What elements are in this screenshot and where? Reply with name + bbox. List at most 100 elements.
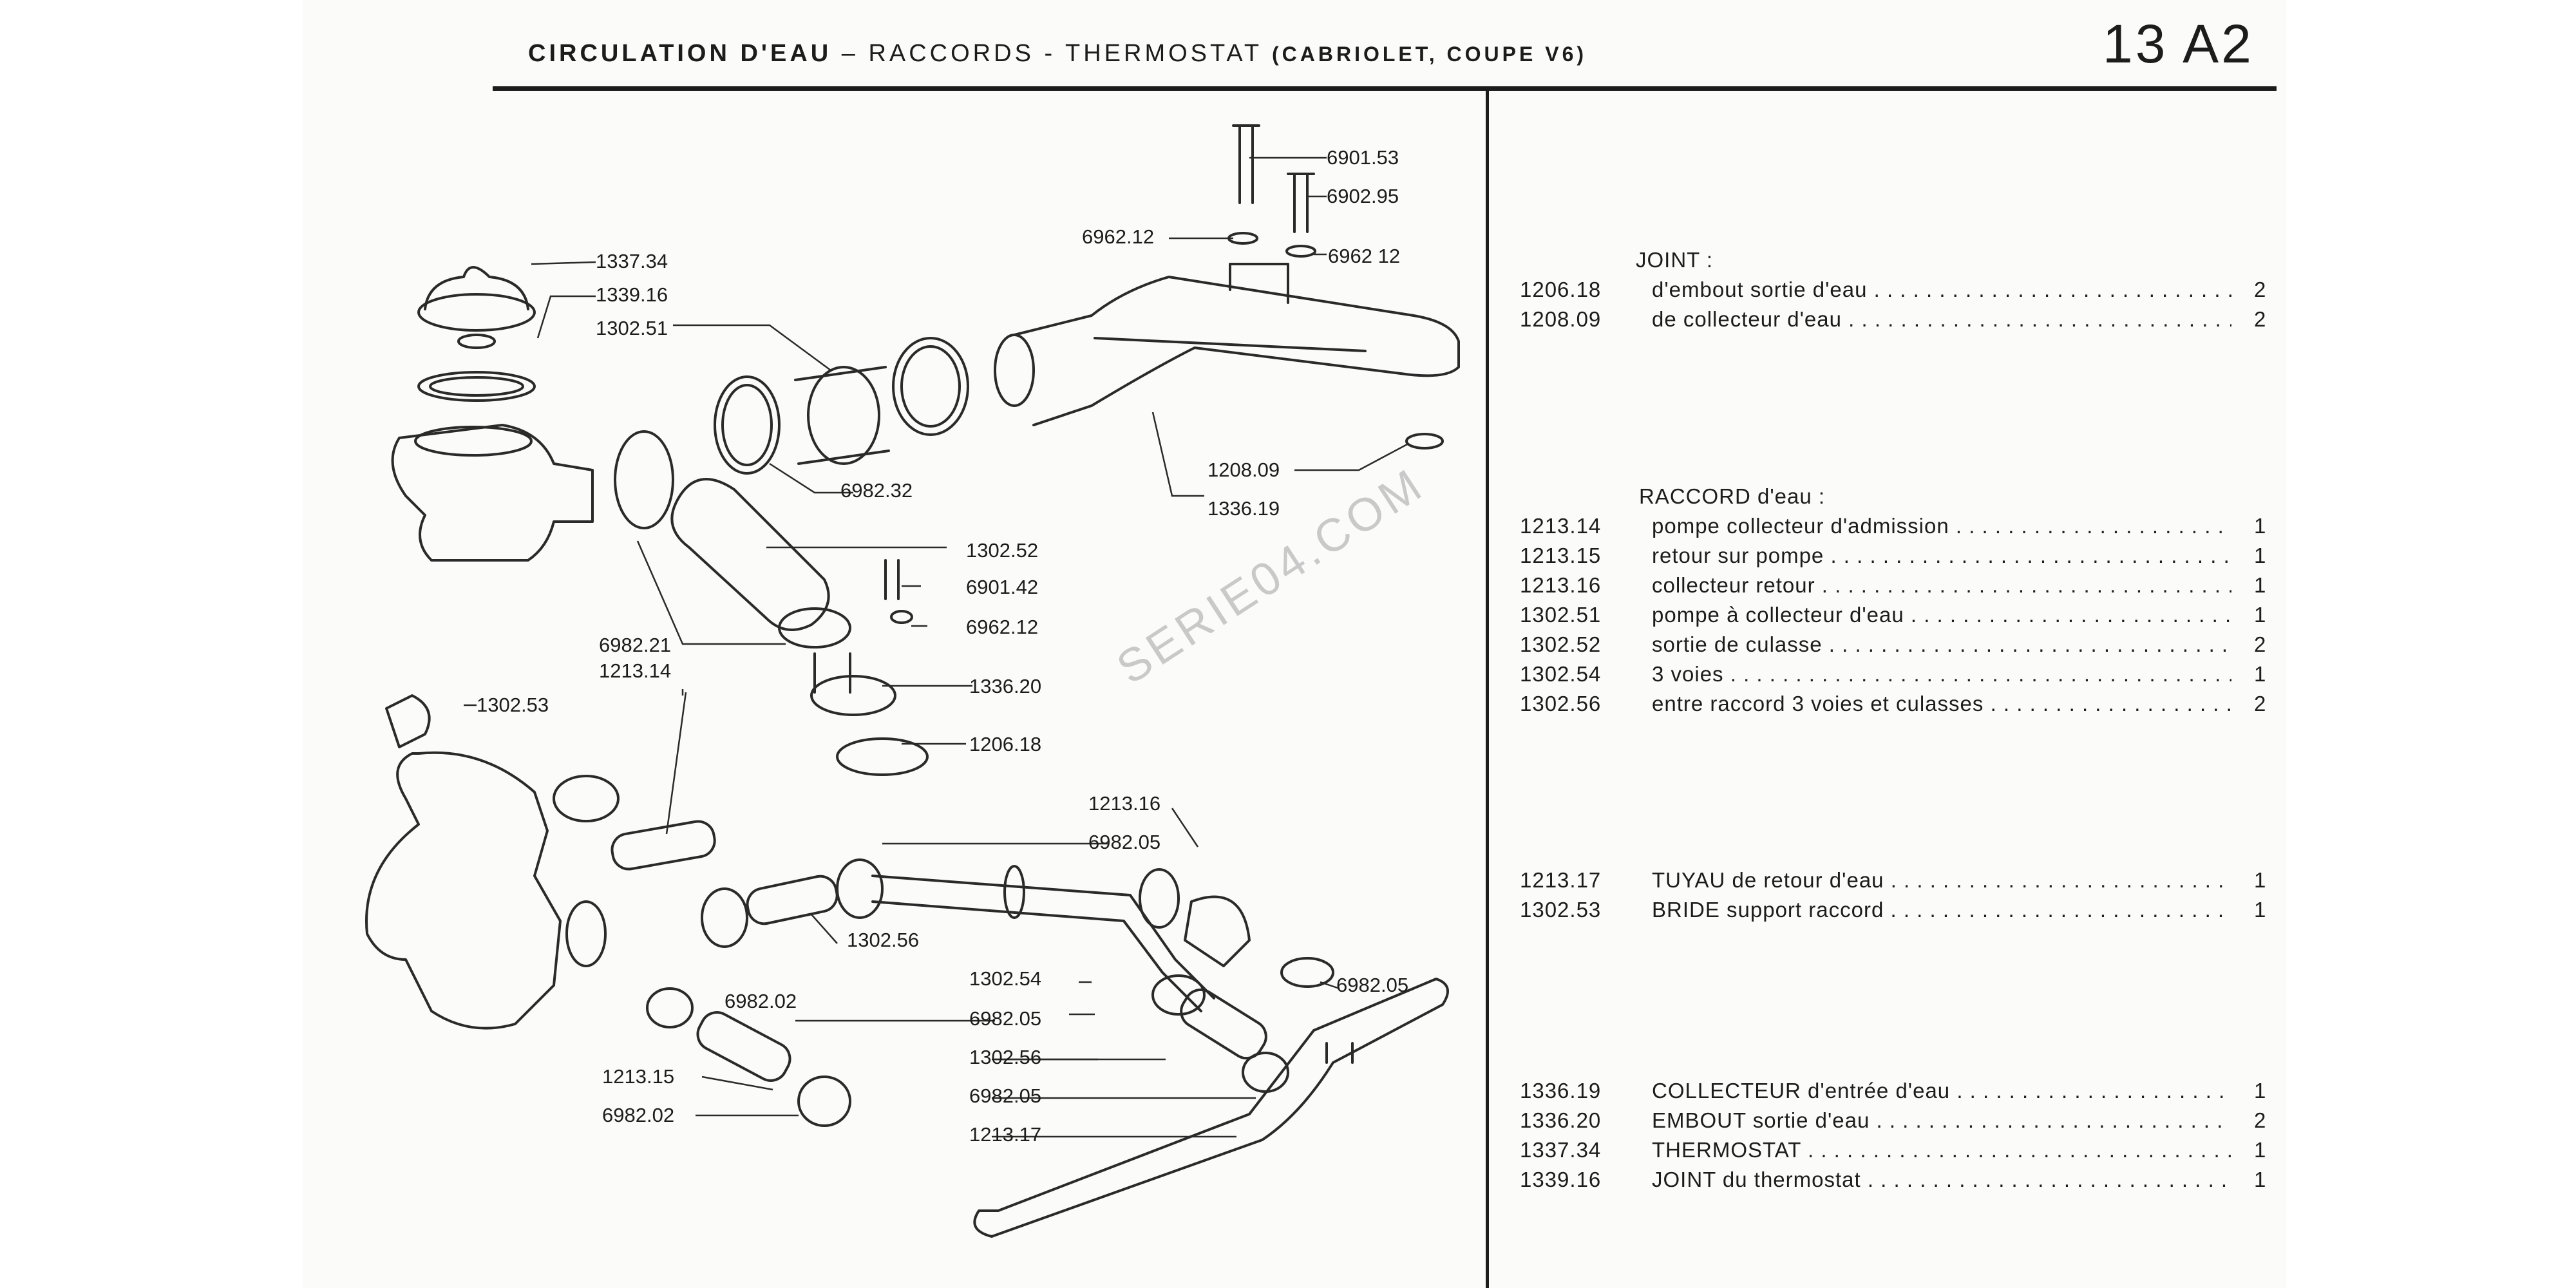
diagram-label: 1213.15 (602, 1065, 674, 1088)
part-ref: 1302.52 (1520, 632, 1602, 656)
return-pipe-1213-17 (973, 978, 1449, 1238)
part-qty: 1 (2254, 1079, 2267, 1103)
part-qty: 2 (2254, 278, 2267, 301)
title-paren: (CABRIOLET, COUPE V6) (1272, 43, 1587, 66)
part-desc: JOINT du thermostat (1652, 1168, 2231, 1192)
header-rule (493, 86, 2277, 91)
part-qty: 1 (2254, 1168, 2267, 1191)
part-desc: pompe collecteur d'admission . (1652, 514, 2231, 538)
diagram-label: 1206.18 (969, 733, 1041, 755)
column-divider (1486, 91, 1489, 1288)
hose-1302-52-assembly (614, 430, 929, 776)
part-qty: 2 (2254, 307, 2267, 331)
part-qty: 2 (2254, 1108, 2267, 1132)
part-ref: 1302.56 (1520, 692, 1602, 715)
part-qty: 1 (2254, 544, 2267, 567)
part-qty: 1 (2254, 868, 2267, 892)
engine-block-lower (365, 751, 620, 1030)
diagram-label: 1336.20 (969, 675, 1041, 697)
diagram-label: 1213.14 (599, 659, 671, 682)
part-qty: 1 (2254, 1138, 2267, 1162)
diagram-label: 1302.52 (966, 539, 1038, 562)
diagram-label: 6902.95 (1327, 185, 1399, 207)
list-item: 1336.19 COLLECTEUR d'entrée d'eau 1 (1520, 1079, 2273, 1108)
part-ref: 1337.34 (1520, 1138, 1602, 1162)
thermostat (417, 266, 536, 402)
diagram-label: 6962 12 (1328, 245, 1400, 267)
list-item: 1302.51 pompe à collecteur d'eau 1 (1520, 603, 2273, 632)
diagram-label: 6982.05 (969, 1084, 1041, 1107)
part-desc: de collecteur d'eau (1652, 307, 2231, 332)
part-ref: 1213.15 (1520, 544, 1602, 567)
list-item: 1302.56 entre raccord 3 voies et culasses… (1520, 692, 2273, 721)
part-qty: 1 (2254, 573, 2267, 597)
list-item: 1302.543 voies1 (1520, 662, 2273, 692)
list-item: 1213.15 retour sur pompe 1 (1520, 544, 2273, 573)
group-heading: JOINT : (1636, 248, 1714, 272)
diagram-label: 1213.16 (1088, 792, 1160, 815)
list-item: 1337.34 THERMOSTAT 1 (1520, 1138, 2273, 1168)
diagram-label: 6982.05 (969, 1007, 1041, 1030)
title-main: CIRCULATION D'EAU (528, 40, 832, 67)
part-ref: 1339.16 (1520, 1168, 1602, 1191)
diagram-label: 1339.16 (596, 283, 668, 306)
part-desc: EMBOUT sortie d'eau (1652, 1108, 2231, 1133)
diagram-label: 1302.51 (596, 317, 668, 339)
diagram-label: 6982.21 (599, 634, 671, 656)
part-qty: 1 (2254, 603, 2267, 627)
part-ref: 1302.51 (1520, 603, 1602, 627)
part-desc: collecteur retour (1652, 573, 2231, 598)
pipe-stub (1325, 1042, 1354, 1064)
part-desc: COLLECTEUR d'entrée d'eau (1652, 1079, 2231, 1103)
part-desc: entre raccord 3 voies et culasses . (1652, 692, 2231, 716)
part-desc: BRIDE support raccord (1652, 898, 2231, 922)
title-rest: – RACCORDS - THERMOSTAT (831, 40, 1272, 67)
part-qty: 2 (2254, 692, 2267, 715)
part-desc: pompe à collecteur d'eau (1652, 603, 2231, 627)
diagram-label: 1302.53 (477, 694, 549, 716)
engine-block-upper (391, 424, 594, 562)
diagram-label: 1213.17 (969, 1123, 1041, 1146)
diagram-label: 1302.56 (847, 929, 919, 951)
diagram-label: 6962.12 (1082, 225, 1154, 248)
diagram-label: 1336.19 (1208, 497, 1280, 520)
diagram-label: 6982.02 (602, 1104, 674, 1126)
diagram-label: 1208.09 (1208, 459, 1280, 481)
diagram-label: 1302.54 (969, 967, 1041, 990)
list-item: 1339.16 JOINT du thermostat 1 (1520, 1168, 2273, 1197)
part-ref: 1213.14 (1520, 514, 1602, 538)
list-item: 1206.18d'embout sortie d'eau2 (1520, 278, 2273, 307)
diagram-label: 6901.53 (1327, 146, 1399, 169)
part-qty: 1 (2254, 662, 2267, 686)
part-qty: 2 (2254, 632, 2267, 656)
diagram-label: 6982.05 (1336, 974, 1408, 996)
list-item: 1302.52 sortie de culasse . 2 (1520, 632, 2273, 662)
part-desc: retour sur pompe (1652, 544, 2231, 568)
list-item: 1336.20 EMBOUT sortie d'eau 2 (1520, 1108, 2273, 1138)
part-desc: THERMOSTAT (1652, 1138, 2231, 1162)
bracket-1302-53 (385, 694, 431, 748)
bolts-washers (1227, 124, 1444, 450)
diagram-label: 6982.05 (1088, 831, 1160, 853)
part-qty: 1 (2254, 514, 2267, 538)
diagram-label: 6982.32 (840, 479, 913, 502)
water-collector (994, 263, 1460, 426)
diagram-label: 1302.56 (969, 1046, 1041, 1068)
diagram-label: 6901.42 (966, 576, 1038, 598)
part-ref: 1302.54 (1520, 662, 1602, 686)
page-title: CIRCULATION D'EAU – RACCORDS - THERMOSTA… (528, 40, 1587, 68)
part-ref: 1213.17 (1520, 868, 1602, 892)
diagram-label: 6962.12 (966, 616, 1038, 638)
page-number: 13 A2 (2103, 14, 2254, 74)
leader-lines (464, 156, 1408, 1138)
part-ref: 1213.16 (1520, 573, 1602, 597)
part-desc: sortie de culasse . (1652, 632, 2231, 657)
group-heading: RACCORD d'eau : (1639, 484, 1826, 508)
part-ref: 1336.20 (1520, 1108, 1602, 1132)
part-ref: 1336.19 (1520, 1079, 1602, 1103)
part-qty: 1 (2254, 898, 2267, 922)
part-ref: 1208.09 (1520, 307, 1602, 331)
list-item: 1213.14 pompe collecteur d'admission . 1 (1520, 514, 2273, 544)
part-desc: d'embout sortie d'eau (1652, 278, 2231, 302)
